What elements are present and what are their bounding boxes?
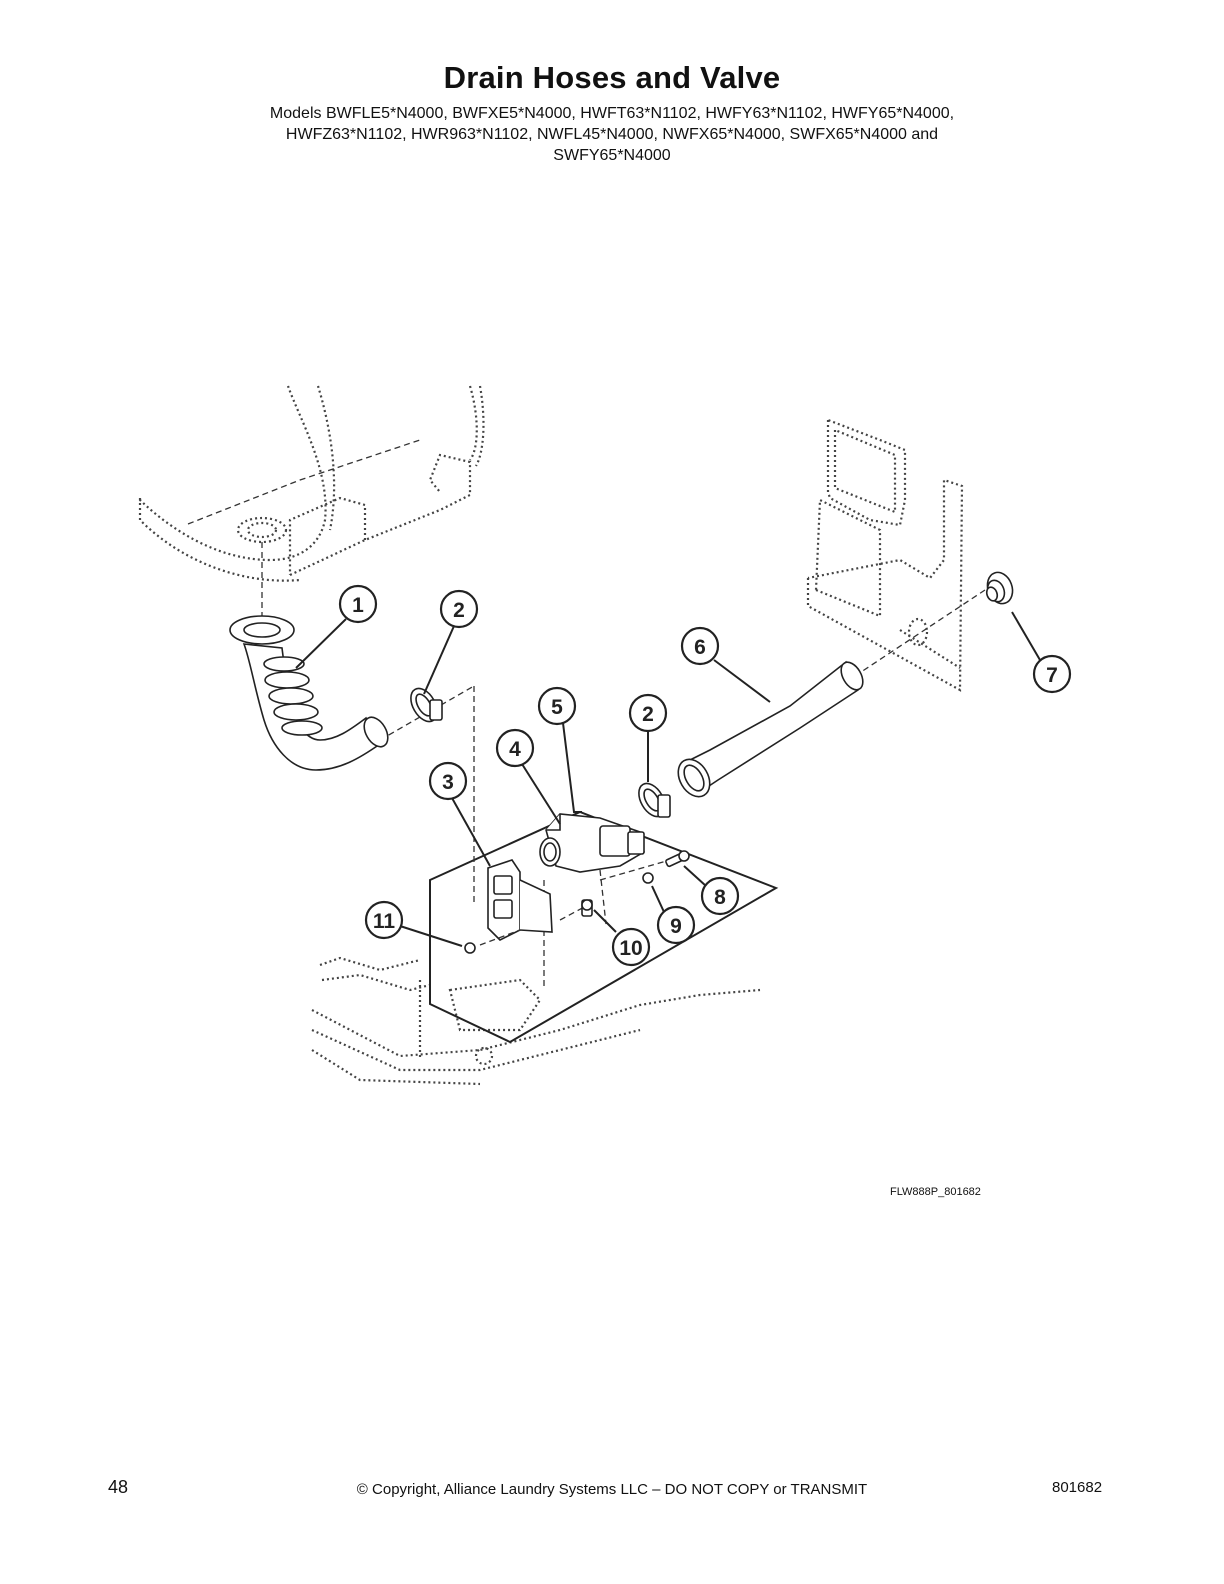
- svg-text:8: 8: [714, 886, 726, 909]
- svg-text:5: 5: [551, 696, 563, 719]
- nut-part-11: [464, 942, 476, 954]
- svg-text:11: 11: [373, 910, 396, 933]
- figure-id: FLW888P_801682: [890, 1186, 981, 1198]
- callout-8: 8: [700, 876, 740, 916]
- models-line-1: Models BWFLE5*N4000, BWFXE5*N4000, HWFT6…: [269, 105, 955, 122]
- callout-3: 3: [428, 761, 468, 801]
- callout-4: 4: [495, 728, 535, 768]
- tub-outline: [137, 385, 485, 582]
- document-number: 801682: [1052, 1479, 1103, 1496]
- washer-part-9: [642, 872, 654, 884]
- drain-valve-part-4: [539, 813, 645, 925]
- svg-text:9: 9: [670, 915, 682, 938]
- callout-10: 10: [611, 927, 651, 967]
- callout-2a: 2: [439, 589, 479, 629]
- svg-text:4: 4: [509, 738, 521, 761]
- svg-text:10: 10: [619, 937, 642, 960]
- callout-1: 1: [338, 584, 378, 624]
- grommet-part-7: [985, 571, 1014, 605]
- cabinet-rear-panel: [806, 418, 964, 692]
- drain-hose-part-1: [229, 615, 389, 771]
- svg-text:2: 2: [642, 703, 654, 726]
- drain-hose-part-6: [677, 660, 864, 798]
- svg-text:3: 3: [442, 771, 454, 794]
- svg-text:6: 6: [694, 636, 706, 659]
- page-title: Drain Hoses and Valve: [443, 60, 781, 95]
- page-number: 48: [108, 1477, 129, 1497]
- callout-11: 11: [364, 900, 404, 940]
- dash-guide-10: [559, 904, 589, 921]
- hose-clamp-part-2b: [638, 782, 671, 818]
- callout-7: 7: [1032, 654, 1072, 694]
- svg-text:2: 2: [453, 599, 465, 622]
- callout-leaders: [295, 611, 1041, 947]
- models-line-2: HWFZ63*N1102, HWR963*N1102, NWFL45*N4000…: [285, 126, 939, 143]
- svg-text:1: 1: [352, 594, 364, 617]
- callout-9: 9: [656, 905, 696, 945]
- callout-2b: 2: [628, 693, 668, 733]
- screw-part-8: [665, 850, 690, 868]
- copyright-notice: © Copyright, Alliance Laundry Systems LL…: [356, 1481, 868, 1498]
- base-frame: [311, 956, 761, 1086]
- screw-part-10: [581, 899, 593, 917]
- dash-guide-11: [479, 929, 521, 946]
- svg-text:7: 7: [1046, 664, 1058, 687]
- mounting-bracket-part-3: [487, 859, 553, 941]
- callout-5: 5: [537, 686, 577, 726]
- models-line-3: SWFY65*N4000: [553, 147, 671, 164]
- hose-clamp-part-2a: [410, 687, 443, 723]
- callout-6: 6: [680, 626, 720, 666]
- rear-dash-guide: [854, 589, 986, 677]
- models-list: Models BWFLE5*N4000, BWFXE5*N4000, HWFT6…: [160, 103, 1064, 166]
